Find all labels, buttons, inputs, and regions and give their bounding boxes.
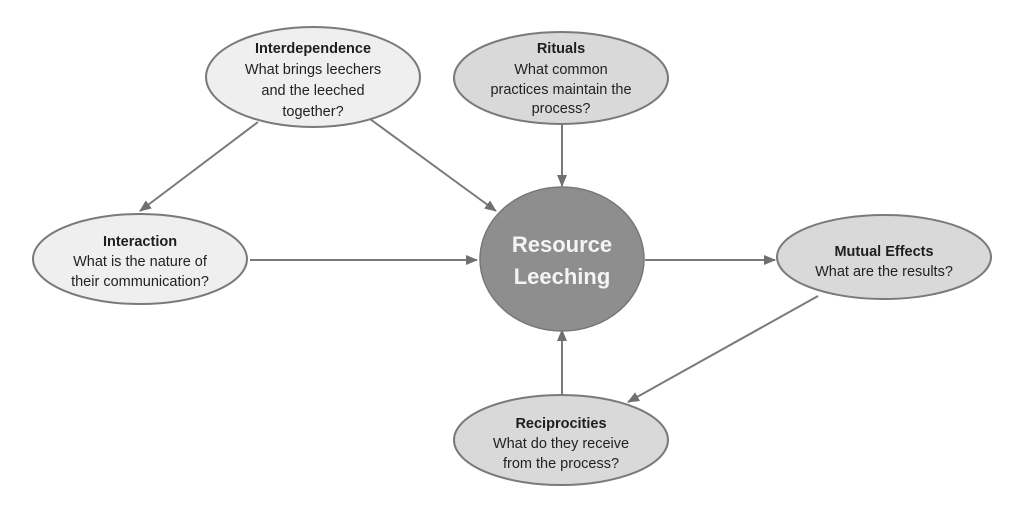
node-interdependence: Interdependence What brings leechers and…: [205, 26, 421, 128]
node-interdependence-title: Interdependence: [255, 41, 371, 57]
node-rituals-line: What common: [514, 62, 607, 78]
node-rituals-line: practices maintain the: [490, 82, 631, 98]
node-interdependence-line: and the leeched: [261, 83, 364, 99]
node-interaction-title: Interaction: [103, 234, 177, 250]
center-title-line2: Leeching: [514, 264, 611, 289]
node-interaction: Interaction What is the nature of their …: [32, 213, 248, 305]
edge-mutual-effects-to-reciprocities: [627, 295, 819, 403]
node-resource-leeching: Resource Leeching: [479, 186, 645, 332]
edges: [139, 118, 819, 403]
node-reciprocities-line: from the process?: [503, 456, 619, 472]
node-interaction-line: their communication?: [71, 274, 209, 290]
node-rituals-title: Rituals: [537, 41, 585, 57]
node-reciprocities-line: What do they receive: [493, 436, 629, 452]
node-rituals-line: process?: [532, 101, 591, 117]
node-mutual-effects: Mutual Effects What are the results?: [776, 214, 992, 300]
node-interdependence-line: What brings leechers: [245, 62, 381, 78]
node-interdependence-line: together?: [282, 104, 343, 120]
edge-interdependence-to-interaction: [139, 121, 259, 212]
node-interaction-line: What is the nature of: [73, 254, 208, 270]
center-title-line1: Resource: [512, 232, 612, 257]
edge-interdependence-to-center: [369, 118, 497, 212]
node-mutual-effects-title: Mutual Effects: [834, 244, 933, 260]
node-rituals: Rituals What common practices maintain t…: [453, 31, 669, 125]
node-reciprocities-title: Reciprocities: [515, 416, 606, 432]
node-mutual-effects-line: What are the results?: [815, 264, 953, 280]
node-reciprocities: Reciprocities What do they receive from …: [453, 394, 669, 486]
